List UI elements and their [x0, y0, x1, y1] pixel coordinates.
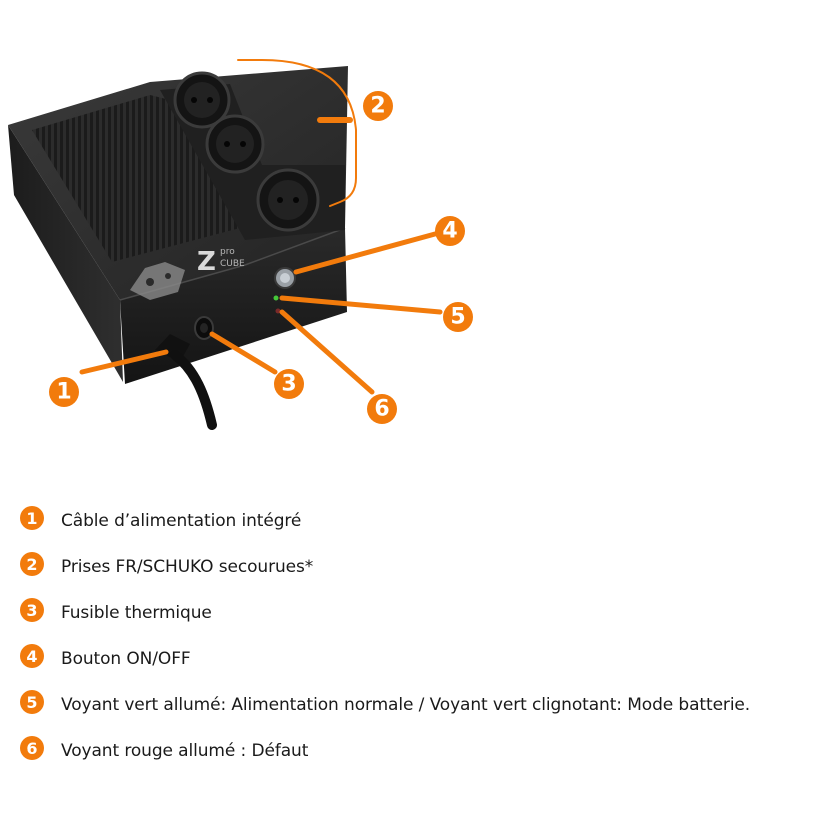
legend-item-4: 4 Bouton ON/OFF [20, 636, 820, 682]
callout-line-4 [293, 231, 438, 275]
callout-line-5 [279, 295, 443, 315]
legend-badge-4: 4 [20, 644, 44, 668]
outlet-3 [256, 168, 320, 232]
svg-text:Z: Z [197, 247, 216, 277]
legend-list: 1 Câble d’alimentation intégré 2 Prises … [20, 498, 820, 774]
legend-badge-3: 3 [20, 598, 44, 622]
green-led [273, 295, 279, 301]
legend-badge-2: 2 [20, 552, 44, 576]
callout-line-3 [209, 331, 278, 375]
callout-4-number: 4 [442, 219, 457, 244]
callout-6-number: 6 [374, 397, 389, 422]
red-led [275, 308, 281, 314]
legend-badge-1: 1 [20, 506, 44, 530]
legend-text-2: Prises FR/SCHUKO secourues* [61, 557, 314, 577]
legend-text-4: Bouton ON/OFF [61, 649, 191, 669]
legend-text-1: Câble d’alimentation intégré [61, 511, 302, 531]
outlet-1 [173, 71, 231, 129]
legend-text-5: Voyant vert allumé: Alimentation normale… [61, 695, 751, 715]
callout-4: 4 [435, 216, 465, 246]
legend-item-1: 1 Câble d’alimentation intégré [20, 498, 820, 544]
callout-2-number: 2 [370, 94, 385, 119]
callout-1-number: 1 [56, 380, 71, 405]
callout-1: 1 [49, 377, 79, 407]
outlet-2 [205, 114, 265, 174]
legend-text-3: Fusible thermique [61, 603, 212, 623]
outlets-bracket [237, 59, 357, 207]
svg-text:pro: pro [220, 247, 235, 257]
power-button [274, 267, 296, 289]
legend-item-3: 3 Fusible thermique [20, 590, 820, 636]
power-cable [155, 334, 217, 430]
callout-line-6 [279, 309, 375, 395]
legend-badge-6: 6 [20, 736, 44, 760]
brand-logo: Z pro CUBE [197, 247, 245, 277]
callout-lines [79, 59, 443, 395]
decorative-logo [130, 262, 185, 300]
device-left-side [8, 125, 123, 382]
legend-text-6: Voyant rouge allumé : Défaut [61, 741, 309, 761]
legend-item-2: 2 Prises FR/SCHUKO secourues* [20, 544, 820, 590]
callout-line-1 [79, 349, 169, 375]
ups-device-diagram: Z pro CUBE 2 [8, 59, 473, 430]
callout-6: 6 [367, 394, 397, 424]
legend-badge-5: 5 [20, 690, 44, 714]
legend-item-6: 6 Voyant rouge allumé : Défaut [20, 728, 820, 774]
ups-device: Z pro CUBE [8, 66, 348, 430]
legend-item-5: 5 Voyant vert allumé: Alimentation norma… [20, 682, 820, 728]
svg-text:CUBE: CUBE [220, 259, 245, 269]
thermal-fuse [194, 316, 214, 340]
callout-3-number: 3 [281, 372, 296, 397]
callout-5: 5 [443, 302, 473, 332]
callout-5-number: 5 [450, 305, 465, 330]
outlets [160, 71, 345, 240]
callout-3: 3 [274, 369, 304, 399]
callout-2: 2 [363, 91, 393, 121]
